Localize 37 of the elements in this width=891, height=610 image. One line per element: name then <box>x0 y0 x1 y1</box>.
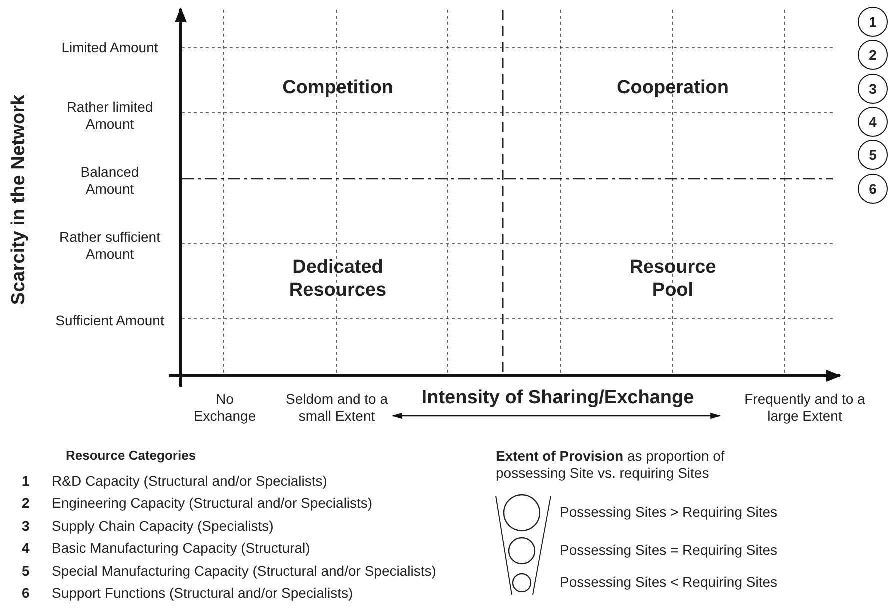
number-circle: 4 <box>858 106 888 137</box>
number-circle: 3 <box>858 74 888 104</box>
list-item: Special Manufacturing Capacity (Structural and/or Specialists) <box>52 563 436 580</box>
axis-tick-label: Rather sufficient Amount <box>58 229 162 263</box>
list-heading: Resource Categories <box>66 448 196 464</box>
list-number: 1 <box>22 473 30 490</box>
list-item: Support Functions (Structural and/or Specialists) <box>52 585 354 602</box>
legend-text: Possessing Sites < Requiring Sites <box>560 574 778 591</box>
axis-tick-label: Sufficient Amount <box>56 312 164 330</box>
list-number: 5 <box>22 563 30 580</box>
axis-tick-label: Limited Amount <box>62 40 158 56</box>
list-number: 6 <box>22 585 30 602</box>
number-circle: 6 <box>858 174 888 204</box>
axis-title: Intensity of Sharing/Exchange <box>422 388 694 410</box>
legend-text: Possessing Sites = Requiring Sites <box>560 542 778 559</box>
quadrant-label: Resource Pool <box>628 257 718 303</box>
list-item: Supply Chain Capacity (Specialists) <box>52 518 274 535</box>
number-circle: 5 <box>858 140 888 170</box>
axis-tick-label: No Exchange <box>192 391 258 425</box>
axis-tick-label: Frequently and to a large Extent <box>744 391 866 425</box>
list-item: R&D Capacity (Structural and/or Specialists) <box>52 473 328 490</box>
axis-tick-label: Seldom and to a small Extent <box>285 391 389 425</box>
list-number: 4 <box>22 540 30 557</box>
axis-title: Scarcity in the Network <box>8 94 31 306</box>
quadrant-label: Competition <box>282 78 394 100</box>
quadrant-label: Dedicated Resources <box>288 257 388 303</box>
list-item: Engineering Capacity (Structural and/or Specialists) <box>52 495 373 512</box>
number-circle: 2 <box>858 40 888 70</box>
legend-heading: Extent of Provision as proportion of possessing Site vs. requiring Sites <box>496 448 726 482</box>
list-item: Basic Manufacturing Capacity (Structural) <box>52 540 310 557</box>
legend-text: Possessing Sites > Requiring Sites <box>560 504 778 521</box>
axis-tick-label: Balanced Amount <box>80 164 140 198</box>
list-number: 2 <box>22 495 30 512</box>
list-number: 3 <box>22 518 30 535</box>
quadrant-label: Cooperation <box>617 78 729 100</box>
number-circle: 1 <box>858 7 888 37</box>
axis-tick-label: Rather limited Amount <box>66 99 154 133</box>
